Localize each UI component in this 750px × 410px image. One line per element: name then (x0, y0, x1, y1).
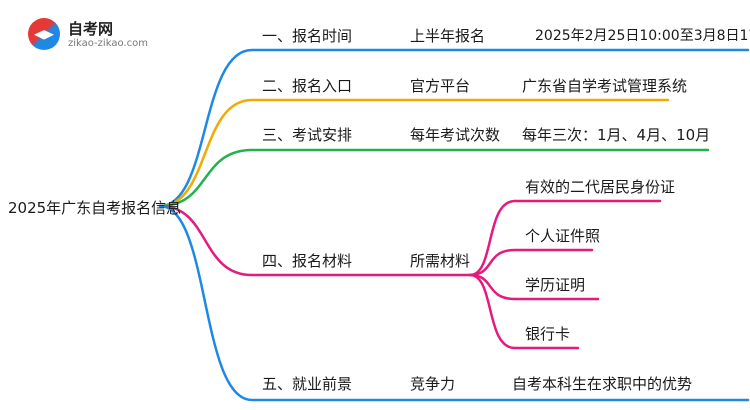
root-node: 2025年广东自考报名信息 (8, 199, 182, 217)
branch-3-leaf: 每年三次：1月、4月、10月 (522, 126, 711, 144)
branch-4-connector (158, 204, 478, 277)
branch-4-leaf-1-connector (468, 199, 662, 277)
branch-1-connector (158, 48, 750, 208)
branch-1-leaf: 2025年2月25日10:00至3月8日17:00 (535, 28, 750, 44)
branch-4-label: 四、报名材料 (262, 252, 353, 270)
branch-5-leaf: 自考本科生在求职中的优势 (512, 375, 693, 393)
branch-4-leaf-3: 学历证明 (525, 276, 586, 294)
logo: 自考网 zikao-zikao.com (28, 14, 168, 54)
branch-5-label: 五、就业前景 (262, 375, 353, 393)
branch-5-middle: 竞争力 (410, 375, 456, 393)
branch-4-leaf-1: 有效的二代居民身份证 (525, 178, 676, 196)
branch-2-label: 二、报名入口 (262, 77, 353, 95)
branch-1-middle: 上半年报名 (410, 27, 486, 45)
logo-url: zikao-zikao.com (68, 38, 148, 49)
branch-3-connector (158, 148, 710, 208)
branch-4-leaf-2: 个人证件照 (525, 227, 601, 245)
branch-2-connector (158, 98, 670, 208)
branch-4-leaf-2-connector (468, 248, 594, 277)
branch-3-label: 三、考试安排 (262, 126, 353, 144)
logo-brand: 自考网 (68, 20, 114, 38)
branch-4-leaf-3-connector (468, 273, 600, 301)
branch-3-middle: 每年考试次数 (410, 126, 501, 144)
branch-2-middle: 官方平台 (410, 77, 471, 95)
branch-1-label: 一、报名时间 (262, 27, 353, 45)
branch-2-leaf: 广东省自学考试管理系统 (522, 77, 688, 95)
branch-5-connector (158, 204, 750, 402)
branch-4-leaf-4-connector (468, 273, 580, 350)
branch-4-middle: 所需材料 (410, 252, 471, 270)
graduation-cap-icon (28, 18, 60, 50)
branch-4-leaf-4: 银行卡 (525, 325, 571, 343)
